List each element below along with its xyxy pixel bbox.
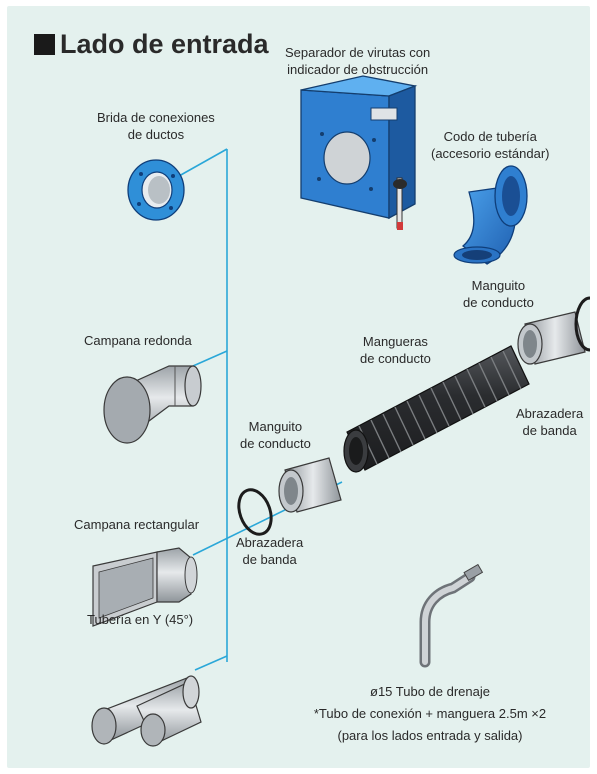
label-duct-sleeve-right: Manguito de conducto — [463, 277, 534, 311]
label-band-clamp-right-line1: Abrazadera — [516, 406, 584, 421]
y-pipe-drawing — [91, 675, 202, 747]
band-clamp-right-drawing — [574, 296, 590, 352]
label-pipe-elbow-line2: (accesorio estándar) — [431, 146, 550, 161]
label-band-clamp-right: Abrazadera de banda — [516, 405, 583, 439]
page-title-text: Lado de entrada — [60, 29, 269, 59]
parts-illustration — [91, 75, 590, 747]
label-drain-tube-line3: (para los lados entrada y salida) — [337, 728, 523, 743]
label-round-hood: Campana redonda — [84, 333, 192, 348]
label-rectangular-hood: Campana rectangular — [74, 517, 200, 532]
label-pipe-elbow-line1: Codo de tubería — [443, 129, 537, 144]
drain-tube-drawing — [419, 563, 484, 668]
label-duct-hoses-line1: Mangueras — [362, 334, 428, 349]
label-chip-separator-line2: indicador de obstrucción — [287, 62, 429, 77]
label-band-clamp-left-line2: de banda — [242, 552, 297, 567]
label-duct-flange-line1: Brida de conexiones — [97, 110, 215, 125]
label-duct-flange-line2: de ductos — [127, 127, 185, 142]
label-drain-tube-line1: ø15 Tubo de drenaje — [370, 684, 490, 699]
label-chip-separator-line1: Separador de virutas con — [285, 45, 431, 60]
duct-hose-drawing — [343, 345, 530, 473]
page-title: Lado de entrada — [34, 29, 269, 60]
label-duct-sleeve-left-line2: de conducto — [240, 436, 311, 451]
label-band-clamp-left: Abrazadera de banda — [236, 534, 303, 568]
chip-separator-drawing — [300, 75, 418, 230]
label-duct-hoses: Mangueras de conducto — [360, 333, 431, 367]
diagram-panel: Lado de entrada Separador de virutas con… — [7, 6, 590, 768]
pipe-elbow-drawing — [453, 165, 528, 265]
label-duct-sleeve-left: Manguito de conducto — [240, 418, 311, 452]
label-band-clamp-left-line1: Abrazadera — [236, 535, 304, 550]
connector-lines — [178, 148, 343, 671]
band-clamp-left-drawing — [237, 488, 273, 536]
label-duct-flange: Brida de conexiones de ductos — [97, 109, 215, 143]
label-pipe-elbow: Codo de tubería (accesorio estándar) — [431, 128, 550, 162]
duct-flange-drawing — [127, 159, 185, 221]
rectangular-hood-drawing — [92, 547, 198, 627]
round-hood-drawing — [103, 365, 202, 444]
label-y-pipe: Tubería en Y (45°) — [87, 612, 194, 627]
label-drain-tube-line2: *Tubo de conexión + manguera 2.5m ×2 — [313, 706, 547, 721]
label-duct-sleeve-right-line1: Manguito — [471, 278, 526, 293]
title-square-icon — [34, 34, 55, 55]
duct-sleeve-right-drawing — [517, 311, 586, 365]
label-chip-separator: Separador de virutas con indicador de ob… — [285, 44, 430, 78]
label-drain-tube: ø15 Tubo de drenaje *Tubo de conexión + … — [305, 681, 555, 747]
label-duct-sleeve-left-line1: Manguito — [248, 419, 303, 434]
label-duct-sleeve-right-line2: de conducto — [463, 295, 534, 310]
label-band-clamp-right-line2: de banda — [522, 423, 577, 438]
label-duct-hoses-line2: de conducto — [360, 351, 431, 366]
duct-sleeve-left-drawing — [278, 457, 342, 513]
